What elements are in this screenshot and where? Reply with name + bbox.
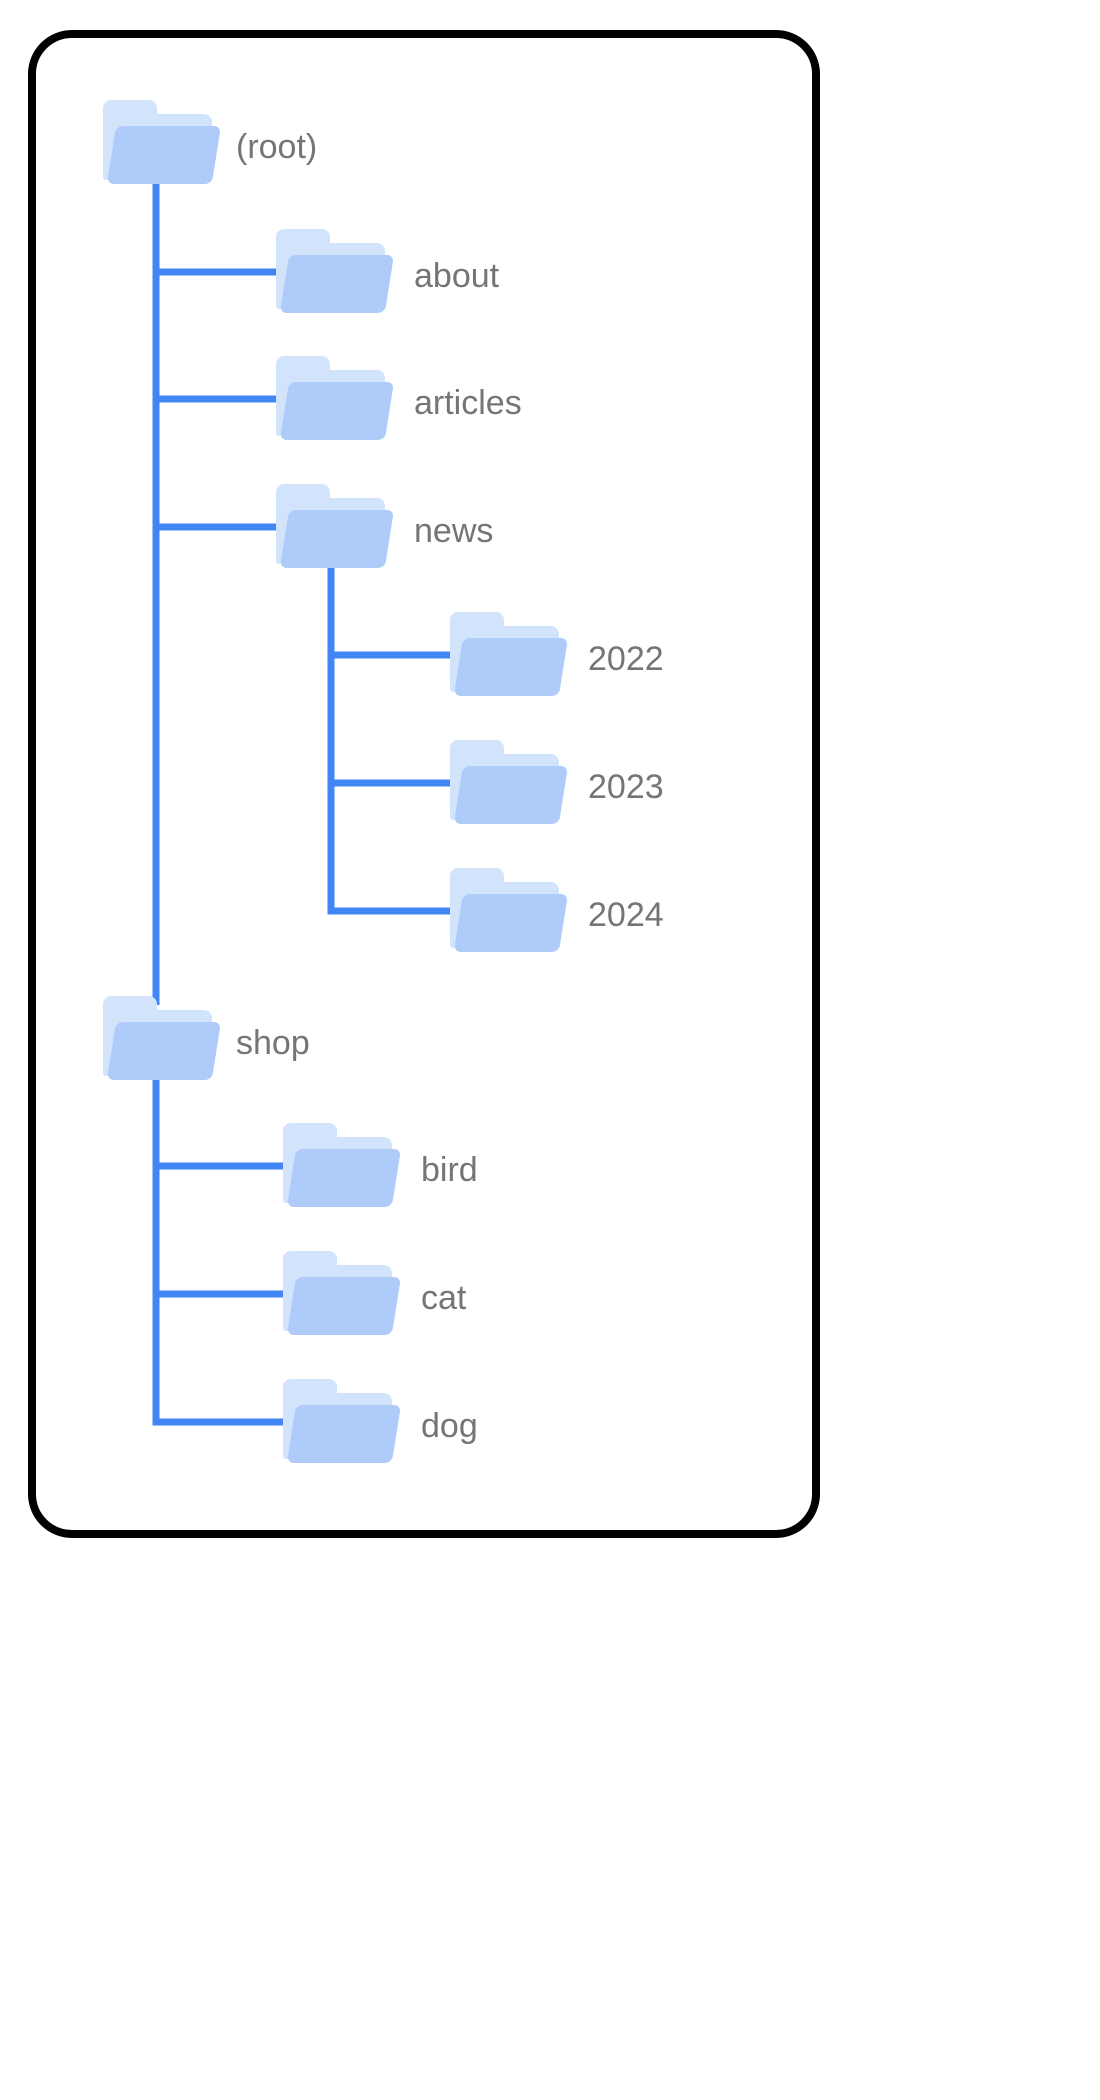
folder-front — [279, 510, 394, 568]
tree-node-label: news — [414, 512, 494, 550]
folder-front — [453, 766, 568, 824]
folder-front — [279, 382, 394, 440]
tree-node-label: bird — [421, 1151, 478, 1189]
edge-layer — [152, 180, 456, 1426]
tree-node-label: 2023 — [588, 768, 664, 806]
folder-front — [106, 1022, 221, 1080]
folder-front — [279, 255, 394, 313]
folder-front — [286, 1277, 401, 1335]
tree-node-label: 2022 — [588, 640, 664, 678]
tree-node-label: (root) — [236, 128, 318, 166]
folder-front — [286, 1149, 401, 1207]
tree-node-label: cat — [421, 1279, 467, 1317]
folder-front — [286, 1405, 401, 1463]
tree-node-label: shop — [236, 1024, 310, 1062]
folder-front — [106, 126, 221, 184]
folder-front — [453, 894, 568, 952]
tree-node-label: 2024 — [588, 896, 664, 934]
folder-front — [453, 638, 568, 696]
tree-node-label: articles — [414, 384, 522, 422]
tree-node-label: dog — [421, 1407, 478, 1445]
tree-node-label: about — [414, 257, 500, 295]
